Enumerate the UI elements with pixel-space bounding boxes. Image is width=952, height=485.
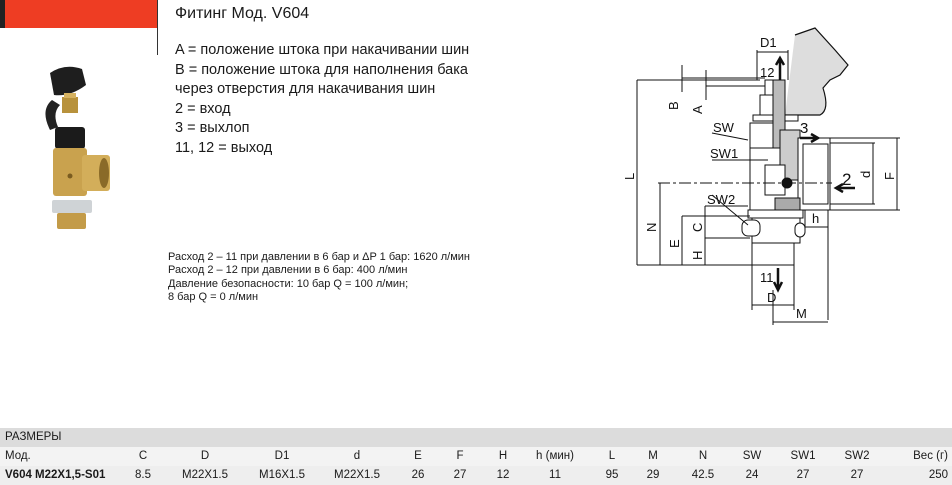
label-d: d <box>858 171 873 178</box>
label-F: F <box>882 172 897 180</box>
label-E: E <box>667 239 682 248</box>
label-h: h <box>812 211 819 226</box>
column-header: SW <box>742 450 762 462</box>
spec-line: Давление безопасности: 10 бар Q = 100 л/… <box>168 277 409 290</box>
label-SW2: SW2 <box>707 192 735 207</box>
column-header: M <box>648 450 658 462</box>
legend-line: 11, 12 = выход <box>175 139 273 156</box>
legend-line: 2 = вход <box>175 100 231 117</box>
label-D: D <box>767 290 776 305</box>
label-SW: SW <box>713 120 735 135</box>
column-header: SW2 <box>844 450 870 462</box>
column-header: C <box>138 450 148 462</box>
column-header: H <box>498 450 508 462</box>
legend-line: через отверстия для накачивания шин <box>175 81 436 98</box>
table-cell: 24 <box>745 469 759 481</box>
column-header: E <box>414 450 422 462</box>
table-cell: 26 <box>411 469 425 481</box>
legend-description: A = положение штока при накачивании шин … <box>175 41 469 159</box>
flow-specs: Расход 2 – 11 при давлении в 6 бар и ΔP … <box>168 251 470 304</box>
label-port-12: 12 <box>760 65 774 80</box>
table-cell: 8.5 <box>135 469 151 481</box>
table-cell: 250 <box>928 469 948 481</box>
label-D1: D1 <box>760 35 777 50</box>
page-title: Фитинг Мод. V604 <box>175 5 310 22</box>
column-header: Мод. <box>5 450 31 462</box>
table-cell: 42.5 <box>691 469 715 481</box>
column-header: F <box>456 450 464 462</box>
label-L: L <box>622 173 637 180</box>
table-cell: M22X1.5 <box>333 469 381 481</box>
table-cell: 27 <box>850 469 864 481</box>
label-port-11: 11 <box>760 270 774 285</box>
table-cell: M16X1.5 <box>258 469 306 481</box>
table-cell: 27 <box>453 469 467 481</box>
label-C: C <box>690 223 705 232</box>
column-header: SW1 <box>790 450 816 462</box>
legend-line: B = положение штока для наполнения бака <box>175 61 468 78</box>
table-cell: 11 <box>549 469 561 481</box>
label-port-2: 2 <box>842 170 851 189</box>
label-port-3: 3 <box>800 120 808 137</box>
table-cell: 29 <box>646 469 660 481</box>
technical-drawing: D1 12 B A SW 3 SW1 L 2 d F SW2 h N E C H… <box>622 27 900 325</box>
table-section-title: РАЗМЕРЫ <box>0 428 952 447</box>
table-cell: 95 <box>605 469 619 481</box>
label-B: B <box>666 101 681 110</box>
label-SW1: SW1 <box>710 146 738 161</box>
divider <box>157 0 158 55</box>
brand-bar-edge <box>0 0 5 28</box>
column-header: L <box>608 450 616 462</box>
table-row: V604 M22X1,5-S01 8.5 M22X1.5 M16X1.5 M22X1.5… <box>0 466 952 485</box>
brand-color-bar <box>0 0 157 28</box>
label-N: N <box>644 223 659 232</box>
column-header: Вес (г) <box>913 450 948 462</box>
spec-line: 8 бар Q = 0 л/мин <box>168 290 259 303</box>
label-A: A <box>690 105 705 114</box>
column-header: N <box>698 450 708 462</box>
column-header: D <box>200 450 210 462</box>
spec-line: Расход 2 – 12 при давлении в 6 бар: 400 … <box>168 264 408 277</box>
spec-line: Расход 2 – 11 при давлении в 6 бар и ΔP … <box>168 251 471 263</box>
label-H: H <box>690 251 705 260</box>
column-header: d <box>353 450 361 462</box>
table-cell: M22X1.5 <box>181 469 229 481</box>
legend-line: 3 = выхлоп <box>175 120 250 137</box>
table-cell: 12 <box>496 469 510 481</box>
label-M: M <box>796 306 807 321</box>
table-cell: 27 <box>796 469 810 481</box>
table-cell: V604 M22X1,5-S01 <box>5 469 106 481</box>
column-header: D1 <box>274 450 290 462</box>
column-header: h (мин) <box>536 450 574 462</box>
product-photo <box>45 66 110 229</box>
legend-line: A = положение штока при накачивании шин <box>175 42 470 58</box>
